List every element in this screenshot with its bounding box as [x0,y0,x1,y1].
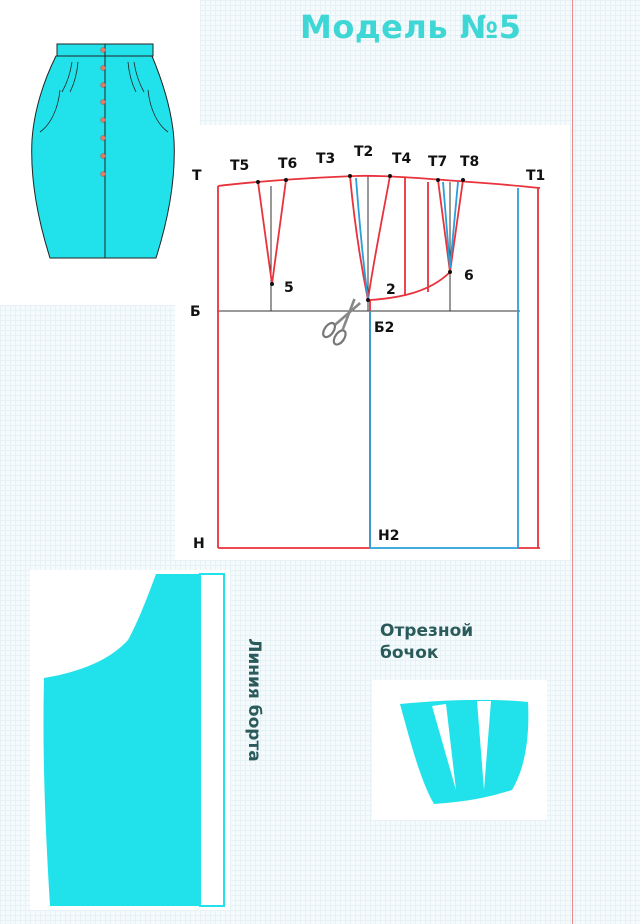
label-T6: Т6 [278,156,297,172]
label-p5: 5 [284,280,294,296]
label-T7: Т7 [428,154,447,170]
label-T5: Т5 [230,158,249,174]
label-T4: Т4 [392,151,412,167]
page-title: Модель №5 [300,8,522,46]
label-T3: Т3 [316,151,335,167]
label-p2: 2 [386,282,396,298]
skirt-sketch [31,43,175,259]
scissors-icon [322,298,362,346]
label-B2: Б2 [374,320,394,336]
label-T2: Т2 [354,144,373,160]
label-T1: Т1 [526,168,545,184]
label-H: Н [193,536,205,552]
label-p6: 6 [464,268,474,284]
label-T8: Т8 [460,154,479,170]
margin-line [572,0,573,924]
caption-side-piece: Отрезной бочок [380,621,474,663]
label-B: Б [190,304,201,320]
label-H2: Н2 [378,528,399,544]
pattern-panel [175,125,570,560]
label-T: Т [192,168,202,184]
